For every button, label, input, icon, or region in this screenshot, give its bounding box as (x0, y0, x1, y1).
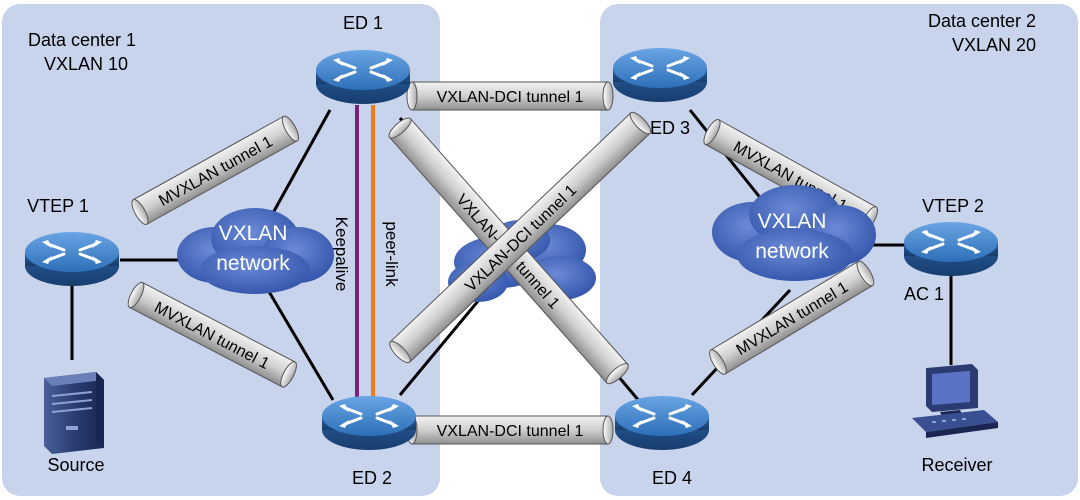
datacenter-2-vxlan: VXLAN 20 (952, 35, 1036, 55)
dci-tunnel-label-ed1-ed3: VXLAN-DCI tunnel 1 (437, 89, 584, 106)
dci-tube-ed1-ed3: VXLAN-DCI tunnel 1 (406, 81, 614, 111)
datacenter-2-name: Data center 2 (928, 11, 1036, 31)
left-vxlan-cloud: VXLAN network (177, 208, 334, 294)
ed1-label: ED 1 (343, 13, 383, 33)
ed4-router-icon[interactable] (613, 394, 711, 452)
vtep2-label: VTEP 2 (922, 196, 984, 216)
dci-tube-ed2-ed4: VXLAN-DCI tunnel 1 (406, 415, 614, 445)
ed2-label: ED 2 (352, 468, 392, 488)
ed4-label: ED 4 (652, 468, 692, 488)
source-server-icon[interactable] (44, 372, 104, 454)
ed3-router-icon[interactable] (611, 46, 709, 104)
source-label: Source (47, 455, 104, 475)
right-cloud-line2: network (755, 240, 829, 263)
datacenter-1-vxlan: VXLAN 10 (44, 54, 128, 74)
vtep1-label: VTEP 1 (27, 196, 89, 216)
ac1-label: AC 1 (904, 284, 944, 304)
vtep2-router-icon[interactable] (902, 220, 1000, 278)
ed2-router-icon[interactable] (320, 394, 418, 452)
left-cloud-line1: VXLAN (219, 222, 288, 245)
ed3-label: ED 3 (650, 118, 690, 138)
receiver-label: Receiver (921, 455, 992, 475)
peer-link-label: peer-link (382, 221, 401, 287)
keepalive-label: Keepalive (332, 217, 351, 292)
ed1-router-icon[interactable] (314, 48, 412, 106)
link-ed1-cloud (266, 109, 332, 223)
receiver-pc-icon[interactable] (912, 364, 998, 438)
right-cloud-line1: VXLAN (758, 210, 827, 233)
link-cloud-ed2 (266, 289, 335, 401)
datacenter-1-name: Data center 1 (28, 30, 136, 50)
left-cloud-line2: network (216, 252, 290, 275)
vtep1-router-icon[interactable] (23, 230, 121, 288)
dci-tunnel-label-ed2-ed4: VXLAN-DCI tunnel 1 (437, 423, 584, 440)
right-vxlan-cloud: VXLAN network (712, 185, 876, 281)
